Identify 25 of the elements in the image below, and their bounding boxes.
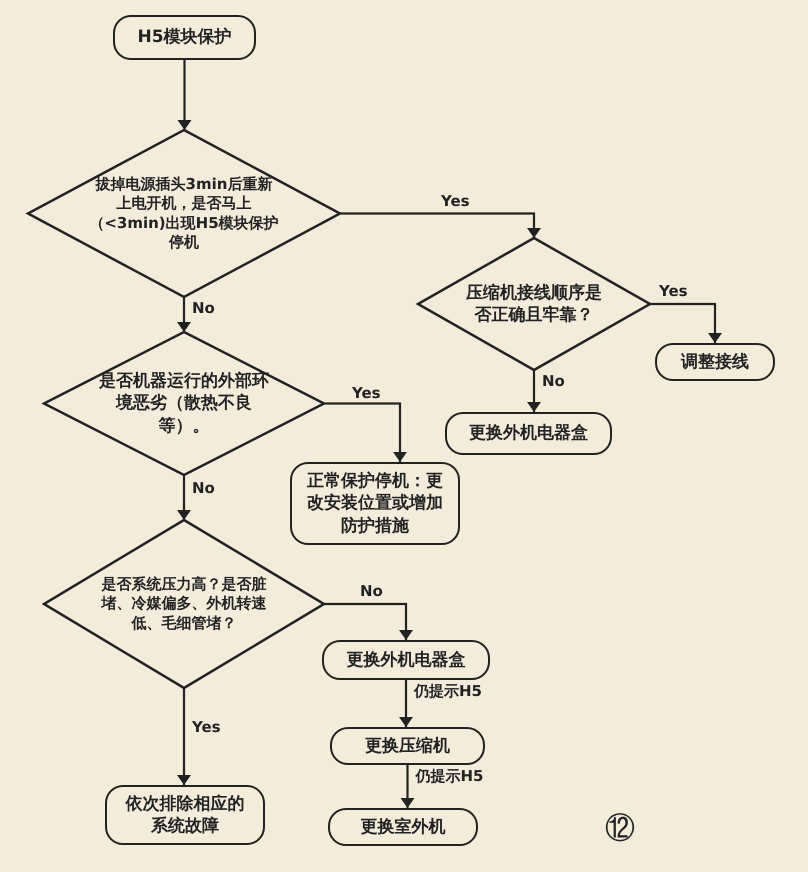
step-text: H5模块保护 [137,26,232,49]
process-box [445,412,612,455]
step-text: 正常保护停机：更改安装位置或增加防护措施 [306,470,444,537]
edge-label: 仍提示H5 [414,767,486,786]
decision-diamond [44,520,324,688]
process-box [328,808,478,846]
process-box [113,15,256,60]
process-box [105,785,265,845]
step-text: 更换室外机 [360,816,446,838]
decision-diamond [28,130,340,297]
decision-diamond [418,238,650,370]
process-box [322,640,490,680]
question-text: 压缩机接线顺序是否正确且牢靠？ [464,282,603,326]
process-box [290,462,460,545]
edge-label: 仍提示H5 [412,682,484,701]
question-text: 拔掉电源插头3min后重新上电开机，是否马上（<3min)出现H5模块保护停机 [89,174,279,252]
question-text: 是否系统压力高？是否脏堵、冷媒偏多、外机转速低、毛细管堵？ [100,574,268,634]
step-text: 更换外机电器盒 [346,648,466,672]
step-text: 依次排除相应的系统故障 [124,792,246,838]
step-text: 更换压缩机 [365,734,450,758]
figure-number: ⑫ [605,810,635,848]
process-box [655,343,775,381]
step-text: 调整接线 [681,350,749,374]
step-text: 更换外机电器盒 [469,422,588,445]
process-box [330,727,485,765]
